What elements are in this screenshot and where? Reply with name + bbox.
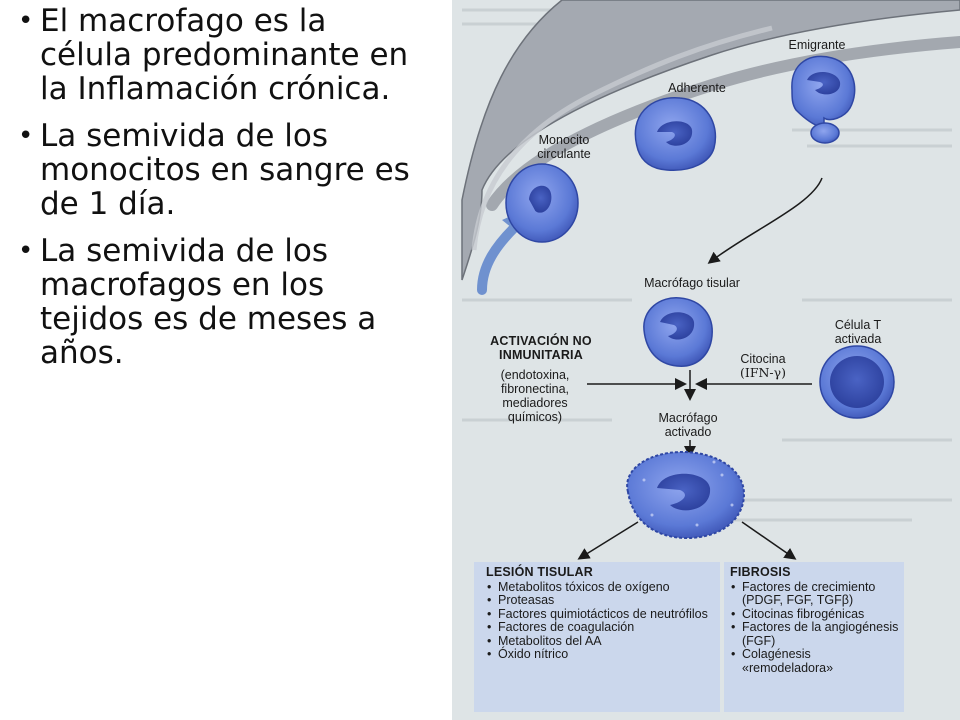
label-monocito: Monocito circulante — [537, 133, 591, 161]
list-item: Citocinas fibrogénicas — [730, 607, 902, 622]
label-activacion-items: (endotoxina, fibronectina, mediadores qu… — [500, 368, 570, 424]
list-item: Colagénesis «remodeladora» — [730, 647, 902, 675]
label-ifn: (IFN-γ) — [740, 365, 786, 380]
vessel-wall — [461, 0, 960, 281]
arrow-to-lesion — [577, 521, 639, 560]
lesion-list: Metabolitos tóxicos de oxígeno Proteasas… — [486, 580, 716, 662]
list-item: Metabolitos tóxicos de oxígeno — [486, 580, 716, 595]
list-item: Factores quimiotácticos de neutrófilos — [486, 607, 716, 622]
lesion-box: LESIÓN TISULAR Metabolitos tóxicos de ox… — [486, 565, 716, 662]
monocyte-cell — [505, 163, 579, 243]
list-item: Factores de la angiogénesis (FGF) — [730, 620, 902, 648]
adherent-cell — [634, 97, 717, 171]
arrow-to-fibrosis — [741, 521, 797, 560]
label-macrofago-tisular: Macrófago tisular — [644, 276, 740, 290]
label-emigrante: Emigrante — [788, 38, 846, 52]
label-celula-t: Célula T activada — [834, 318, 882, 346]
bullet-item: La semivida de los monocitos en sangre e… — [18, 119, 428, 221]
tissue-macrophage-cell — [643, 297, 713, 367]
vessel-inner — [471, 25, 773, 251]
list-item: Óxido nítrico — [486, 647, 716, 662]
bullet-item: El macrofago es la célula predominante e… — [18, 4, 428, 106]
macrophage-figure: Emigrante Adherente Monocito circulante … — [452, 0, 960, 720]
activated-macrophage-cell — [626, 450, 746, 540]
migration-arrow — [707, 177, 823, 264]
list-item: Metabolitos del AA — [486, 634, 716, 649]
bullet-item: La semivida de los macrofagos en los tej… — [18, 234, 428, 370]
list-item: Factores de coagulación — [486, 620, 716, 635]
list-item: Factores de crecimiento (PDGF, FGF, TGFβ… — [730, 580, 902, 608]
bullet-list: El macrofago es la célula predominante e… — [18, 4, 428, 383]
emigrant-cell — [791, 55, 856, 144]
label-adherente: Adherente — [668, 81, 726, 95]
list-item: Proteasas — [486, 593, 716, 608]
fibrosis-title: FIBROSIS — [730, 565, 791, 579]
label-citocina: Citocina — [740, 352, 786, 366]
fibrosis-box: FIBROSIS Factores de crecimiento (PDGF, … — [730, 565, 902, 676]
t-cell — [819, 345, 895, 419]
fibrosis-list: Factores de crecimiento (PDGF, FGF, TGFβ… — [730, 580, 902, 676]
lesion-title: LESIÓN TISULAR — [486, 565, 593, 579]
entry-arrow — [477, 223, 519, 295]
label-macrofago-activado: Macrófago activado — [658, 411, 718, 439]
label-activacion-title: ACTIVACIÓN NO INMUNITARIA — [490, 334, 592, 362]
